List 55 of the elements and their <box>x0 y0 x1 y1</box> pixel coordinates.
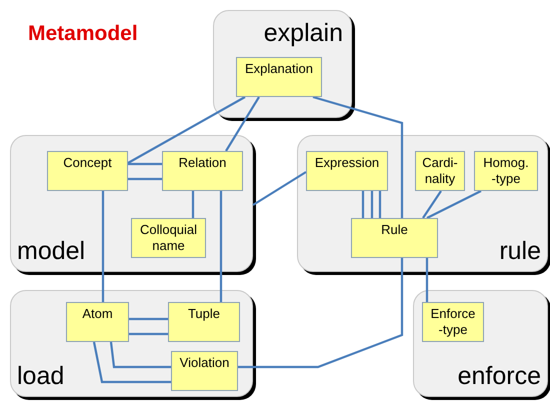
connector-line <box>102 191 104 302</box>
concept-box <box>306 151 388 191</box>
connector-line <box>238 258 404 368</box>
connector-line <box>422 190 442 219</box>
group-panel <box>297 135 548 272</box>
connector-line <box>378 191 382 218</box>
concept-box <box>162 151 243 191</box>
connector-line <box>426 258 428 302</box>
connector-line <box>192 191 194 218</box>
group-label: load <box>17 364 64 389</box>
concept-box <box>47 151 128 191</box>
box-label: Enforce -type <box>430 306 476 338</box>
group-label: rule <box>499 239 541 264</box>
concept-box <box>351 218 438 258</box>
concept-box <box>66 302 129 342</box>
box-label: Homog. -type <box>482 155 530 188</box>
connector-line <box>128 162 162 166</box>
group-panel <box>10 135 253 272</box>
connector-line <box>92 342 171 384</box>
box-label: Explanation <box>245 61 313 78</box>
box-label: Violation <box>180 355 230 372</box>
connector-line <box>426 190 482 219</box>
connector-line <box>129 318 168 320</box>
concept-box <box>422 302 484 342</box>
concept-box <box>171 351 238 391</box>
box-label: Concept <box>63 155 112 172</box>
concept-box <box>168 302 240 342</box>
group-panel <box>213 10 352 118</box>
group-panel <box>10 290 253 397</box>
connector-line <box>110 342 171 368</box>
concept-box <box>236 57 322 97</box>
group-panel <box>413 290 548 397</box>
box-label: Tuple <box>188 306 220 322</box>
box-label: Rule <box>381 222 408 238</box>
connector-line <box>128 178 162 180</box>
concept-box <box>474 151 538 191</box>
concept-box <box>131 218 206 258</box>
connector-line <box>127 96 246 164</box>
group-label: enforce <box>458 364 541 389</box>
connector-line <box>312 96 404 218</box>
connector-line <box>220 191 222 302</box>
connector-line <box>252 171 307 206</box>
diagram-title: Metamodel <box>28 22 138 46</box>
connector-line <box>362 191 364 218</box>
connector-line <box>225 96 260 152</box>
box-label: Expression <box>314 155 380 172</box>
box-label: Atom <box>82 306 113 322</box>
group-label: model <box>17 239 86 264</box>
box-label: Cardi- nality <box>421 155 459 188</box>
concept-box <box>415 151 465 191</box>
connector-line <box>129 332 168 336</box>
box-label: Colloquial name <box>138 222 198 254</box>
connector-line <box>370 191 374 218</box>
box-label: Relation <box>178 155 226 172</box>
group-label: explain <box>264 21 343 46</box>
